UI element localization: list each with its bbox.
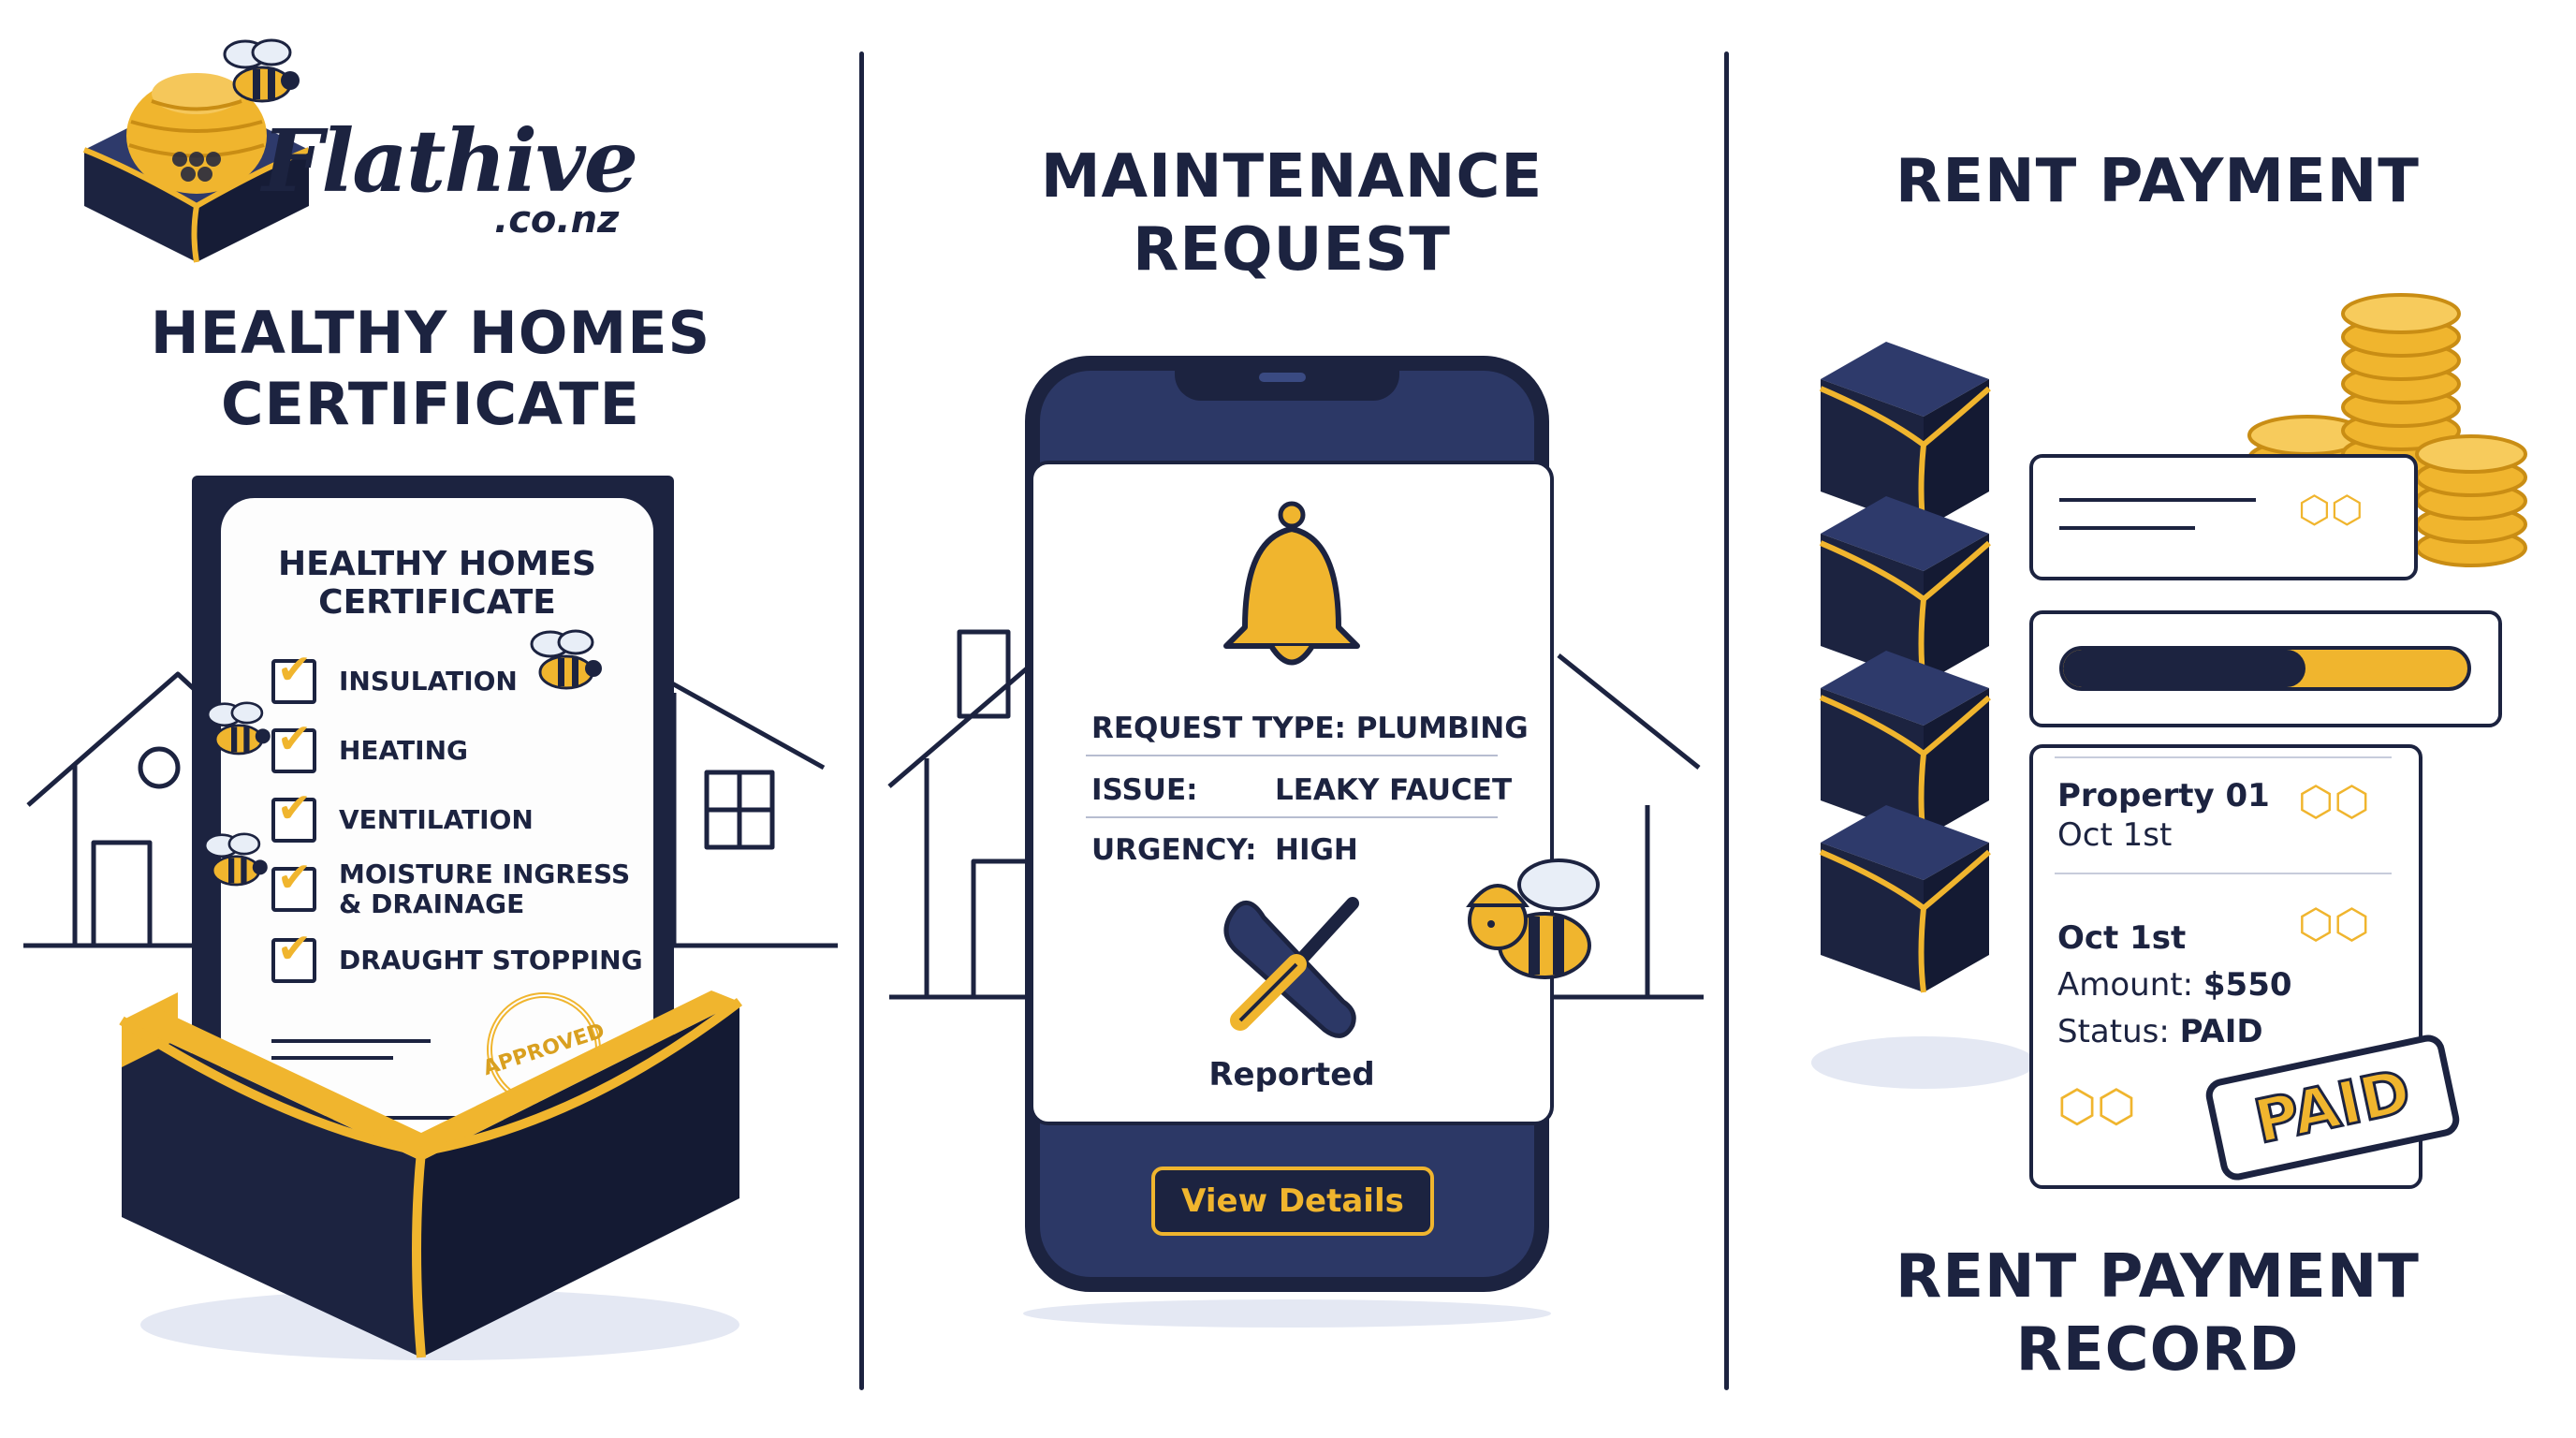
urgency-value: HIGH (1275, 833, 1358, 867)
honeycomb-icon: ⬡⬡ (2298, 778, 2370, 826)
checkmark-icon: ✔ (277, 854, 312, 902)
tools-icon (1223, 897, 1359, 1038)
hive-logo-icon (82, 73, 311, 263)
certificate-doc-title: HEALTHY HOMES CERTIFICATE (278, 545, 596, 623)
checkbox (271, 798, 316, 843)
row-divider (1086, 755, 1498, 756)
text-line (2059, 526, 2195, 530)
amount-value: $550 (2203, 966, 2292, 1004)
panel-divider-left (859, 51, 864, 1390)
text-line (2059, 498, 2256, 502)
checkmark-icon: ✔ (277, 785, 312, 832)
worker-bee-icon (1466, 858, 1600, 979)
payment-progress-fill (2063, 650, 2306, 687)
signature-line (271, 1056, 393, 1060)
brand-name: Flathive (262, 110, 638, 212)
row-divider (2055, 873, 2392, 874)
checklist-item-draught: DRAUGHT STOPPING (339, 945, 643, 976)
checkbox (271, 659, 316, 704)
open-box-icon (119, 990, 743, 1360)
row-divider (1086, 816, 1498, 818)
amount-row: Amount: $550 (2057, 966, 2292, 1004)
checkmark-icon: ✔ (277, 925, 312, 973)
bee-icon (223, 38, 300, 103)
request-status: Reported (1208, 1056, 1375, 1093)
bee-icon (530, 629, 602, 690)
checkmark-icon: ✔ (277, 715, 312, 763)
status-row: Status: PAID (2057, 1013, 2263, 1050)
bee-icon (203, 832, 268, 887)
issue-value: LEAKY FAUCET (1275, 773, 1513, 807)
view-details-button[interactable]: View Details (1151, 1167, 1434, 1236)
row-divider (2055, 756, 2392, 758)
checkbox (271, 938, 316, 983)
rent-heading: RENT PAYMENT (1895, 147, 2420, 216)
panel-divider-right (1724, 51, 1729, 1390)
maintenance-heading: MAINTENANCE REQUEST (1040, 142, 1544, 286)
brand-domain: .co.nz (494, 198, 620, 242)
honeycomb-icon: ⬡⬡ (2298, 489, 2364, 532)
honeycomb-icon: ⬡⬡ (2298, 901, 2370, 948)
payment-progress-bar (2059, 646, 2471, 691)
property-title: Property 01 (2057, 777, 2270, 814)
amount-label: Amount: (2057, 966, 2194, 1004)
checklist-item-ventilation: VENTILATION (339, 804, 534, 835)
phone-shadow (1023, 1299, 1551, 1328)
checkbox (271, 867, 316, 912)
checklist-item-moisture: MOISTURE INGRESS & DRAINAGE (339, 858, 631, 920)
bee-icon (206, 701, 271, 756)
certificate-heading: HEALTHY HOMES CERTIFICATE (150, 299, 711, 438)
status-label: Status: (2057, 1013, 2170, 1050)
issue-label: ISSUE: (1091, 773, 1198, 807)
summary-card (2029, 454, 2418, 580)
record-date: Oct 1st (2057, 919, 2187, 957)
request-type-label: REQUEST TYPE: PLUMBING (1091, 712, 1529, 745)
property-date: Oct 1st (2057, 816, 2173, 854)
signature-line (271, 1039, 431, 1043)
phone-speaker (1259, 373, 1306, 382)
checkbox (271, 728, 316, 773)
honeycomb-icon: ⬡⬡ (2057, 1080, 2136, 1133)
checkmark-icon: ✔ (277, 646, 312, 694)
checklist-item-heating: HEATING (339, 735, 468, 766)
bell-icon (1223, 501, 1360, 666)
status-value: PAID (2179, 1013, 2263, 1050)
rent-footer-heading: RENT PAYMENT RECORD (1895, 1242, 2420, 1386)
checklist-item-insulation: INSULATION (339, 666, 518, 697)
cube-stack-icon (1811, 342, 2036, 1089)
urgency-label: URGENCY: (1091, 833, 1257, 867)
